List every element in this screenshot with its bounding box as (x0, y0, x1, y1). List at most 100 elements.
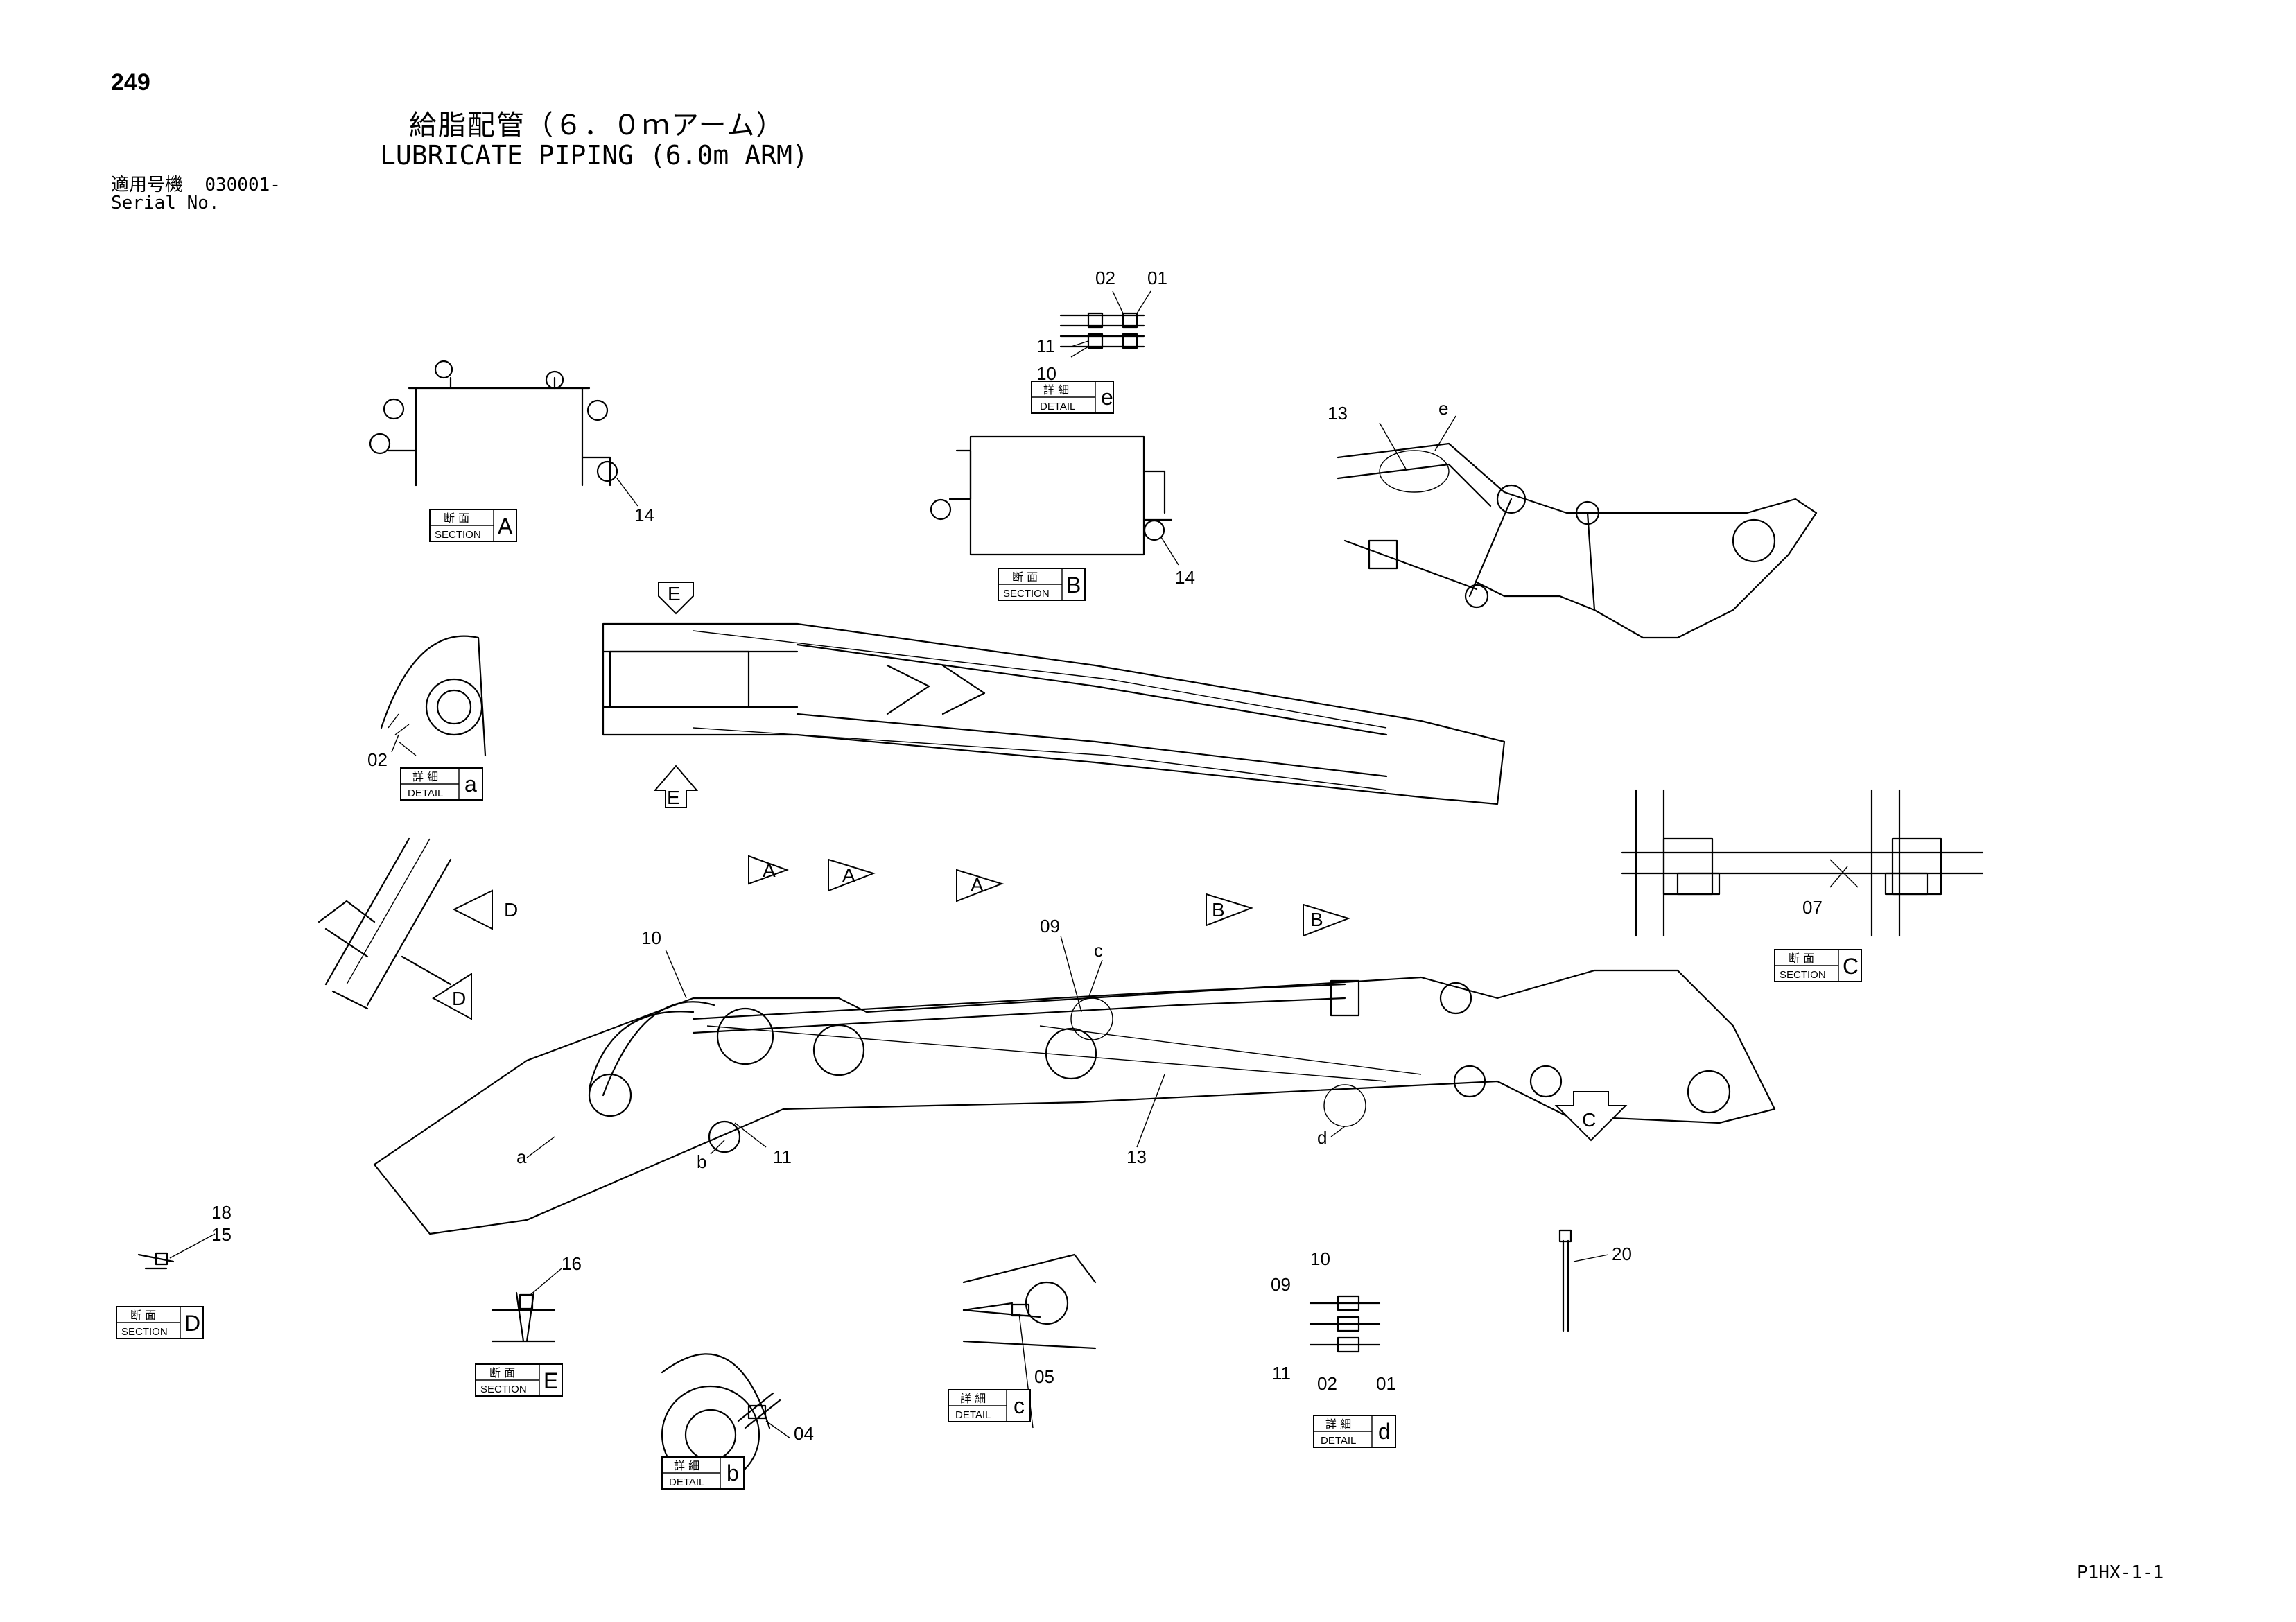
part-label-11: 11 (773, 1146, 792, 1167)
svg-text:A: A (971, 874, 984, 896)
svg-text:SECTION: SECTION (1003, 588, 1050, 600)
view-arrow-a-3: A (956, 869, 1004, 902)
svg-text:A: A (842, 864, 855, 886)
part-label-10: 10 (1310, 1248, 1330, 1269)
view-arrow-a-2: A (828, 858, 876, 892)
svg-text:D: D (504, 899, 518, 921)
svg-text:DETAIL: DETAIL (955, 1409, 991, 1421)
detail-a-drawing (380, 635, 487, 757)
part-label-01: 01 (1376, 1373, 1396, 1394)
part-label-04: 04 (794, 1423, 814, 1444)
view-arrow-e-bottom: E (653, 765, 699, 808)
svg-text:D: D (452, 988, 466, 1009)
svg-text:DETAIL: DETAIL (1321, 1435, 1356, 1447)
detail-a-tag: 詳 細 DETAIL a (400, 767, 483, 801)
part-label-07: 07 (1802, 897, 1823, 918)
document-code: P1HX-1-1 (2077, 1562, 2164, 1583)
view-arrow-d-1: D (452, 889, 518, 930)
section-e-tag: 断 面 SECTION E (475, 1363, 563, 1397)
svg-text:詳 細: 詳 細 (674, 1459, 699, 1472)
detail-e-drawing (1059, 290, 1151, 358)
part-label-18: 18 (211, 1202, 232, 1223)
view-arrow-a-1: A (748, 855, 789, 885)
serial-label-jp: 適用号機 (111, 175, 184, 195)
part-label-15: 15 (211, 1224, 232, 1245)
page-number: 249 (111, 69, 150, 96)
detail-letter-e: e (1438, 398, 1448, 419)
svg-text:SECTION: SECTION (121, 1326, 168, 1338)
part-label-10: 10 (641, 927, 661, 948)
section-d-drawing (318, 837, 452, 1010)
svg-text:A: A (498, 514, 513, 539)
svg-text:A: A (763, 860, 776, 881)
detail-c-tag: 詳 細 DETAIL c (948, 1389, 1031, 1422)
svg-text:SECTION: SECTION (435, 529, 481, 541)
section-e-drawing (491, 1291, 556, 1343)
svg-text:断 面: 断 面 (1012, 570, 1038, 584)
part-label-13: 13 (1328, 403, 1348, 424)
detail-c-drawing (962, 1253, 1097, 1350)
svg-text:a: a (464, 771, 477, 796)
svg-text:b: b (727, 1460, 739, 1485)
part-label-09: 09 (1271, 1274, 1291, 1295)
detail-letter-b: b (697, 1151, 706, 1172)
svg-text:C: C (1843, 954, 1859, 979)
svg-text:B: B (1212, 899, 1225, 921)
svg-text:E: E (668, 583, 681, 604)
part-label-13: 13 (1127, 1146, 1147, 1167)
section-a-tag: 断 面 SECTION A (429, 509, 517, 542)
detail-letter-a: a (516, 1146, 527, 1167)
part-label-16: 16 (562, 1253, 582, 1274)
view-arrow-b-1: B (1206, 893, 1254, 927)
svg-text:DETAIL: DETAIL (1040, 401, 1075, 412)
section-c-drawing (1621, 789, 1984, 937)
svg-text:詳 細: 詳 細 (1043, 383, 1069, 396)
part-label-02: 02 (1095, 268, 1115, 288)
section-d-small-drawing (137, 1252, 175, 1270)
svg-text:断 面: 断 面 (1789, 952, 1814, 965)
svg-text:E: E (667, 787, 680, 808)
main-side-view-drawing (373, 969, 1776, 1235)
leader-lines (169, 741, 1848, 1439)
title-english: LUBRICATE PIPING (6.0m ARM) (380, 140, 808, 171)
serial-value: 030001- (205, 175, 281, 195)
svg-text:DETAIL: DETAIL (669, 1476, 704, 1488)
svg-text:詳 細: 詳 細 (412, 770, 438, 783)
svg-text:e: e (1101, 385, 1113, 410)
svg-text:B: B (1066, 573, 1081, 598)
svg-text:詳 細: 詳 細 (1325, 1418, 1351, 1431)
svg-text:B: B (1310, 909, 1323, 930)
svg-text:断 面: 断 面 (489, 1366, 515, 1379)
view-arrow-e-top: E (658, 582, 694, 615)
serial-block: 適用号機 030001- Serial No. (111, 176, 281, 212)
part-label-20: 20 (1612, 1244, 1632, 1264)
detail-b-tag: 詳 細 DETAIL b (661, 1456, 745, 1490)
detail-d-drawing (1309, 1295, 1381, 1353)
part-label-14: 14 (1175, 567, 1195, 588)
view-arrow-d-2: D (432, 973, 472, 1020)
svg-text:SECTION: SECTION (480, 1384, 527, 1395)
svg-text:DETAIL: DETAIL (408, 787, 443, 799)
part-labels: 02 01 11 10 13 e 14 14 02 07 10 09 c a b… (211, 268, 1823, 1444)
section-c-tag: 断 面 SECTION C (1774, 949, 1862, 982)
svg-text:d: d (1378, 1419, 1391, 1444)
detail-letter-d: d (1317, 1127, 1327, 1148)
view-arrow-b-2: B (1303, 903, 1351, 937)
part-label-02: 02 (1317, 1373, 1337, 1394)
arm-top-view-drawing (602, 622, 1506, 805)
section-b-drawing (930, 435, 1179, 566)
part-label-05: 05 (1034, 1366, 1054, 1387)
serial-label-en: Serial No. (111, 193, 220, 213)
detail-d-tag: 詳 細 DETAIL d (1313, 1415, 1396, 1448)
svg-text:断 面: 断 面 (444, 512, 469, 525)
part-label-09: 09 (1040, 916, 1060, 936)
part-label-02: 02 (367, 749, 388, 770)
bucket-detail-drawing (1337, 415, 1818, 639)
detail-letter-c: c (1094, 940, 1103, 961)
detail-e-tag: 詳 細 DETAIL e (1031, 381, 1114, 414)
svg-text:SECTION: SECTION (1780, 969, 1826, 981)
part-label-11: 11 (1272, 1363, 1291, 1384)
part-label-11: 11 (1036, 335, 1055, 356)
title-japanese: 給脂配管（６．０ｍアーム） (409, 110, 785, 141)
